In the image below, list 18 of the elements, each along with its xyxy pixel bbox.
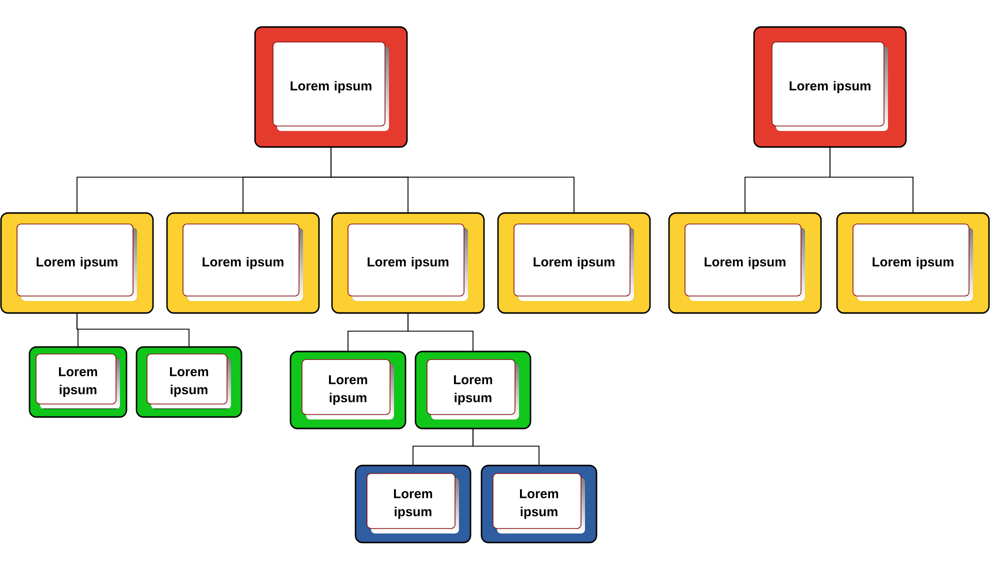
org-chart-box: Lorem ipsum bbox=[166, 212, 320, 314]
connector-line bbox=[472, 428, 540, 466]
connector-line bbox=[830, 146, 914, 214]
org-chart-box: Lorem ipsum bbox=[668, 212, 822, 314]
connector-line bbox=[76, 312, 190, 348]
connector-line bbox=[408, 312, 474, 352]
org-chart-box: Lorem ipsum bbox=[354, 464, 472, 544]
org-chart-box: Lorem ipsum bbox=[0, 212, 154, 314]
org-chart-box: Lorem ipsum bbox=[331, 212, 485, 314]
org-chart-box: Lorem ipsum bbox=[480, 464, 598, 544]
org-chart-box: Lorem ipsum bbox=[28, 346, 128, 418]
org-chart-box: Lorem ipsum bbox=[414, 350, 532, 430]
org-chart-box: Lorem ipsum bbox=[836, 212, 990, 314]
org-chart-box: Lorem ipsum bbox=[290, 350, 406, 430]
org-chart-box: Lorem ipsum bbox=[254, 26, 408, 148]
org-chart-box: Lorem ipsum bbox=[136, 346, 242, 418]
org-chart-box: Lorem ipsum bbox=[497, 212, 651, 314]
org-chart-box: Lorem ipsum bbox=[753, 26, 907, 148]
